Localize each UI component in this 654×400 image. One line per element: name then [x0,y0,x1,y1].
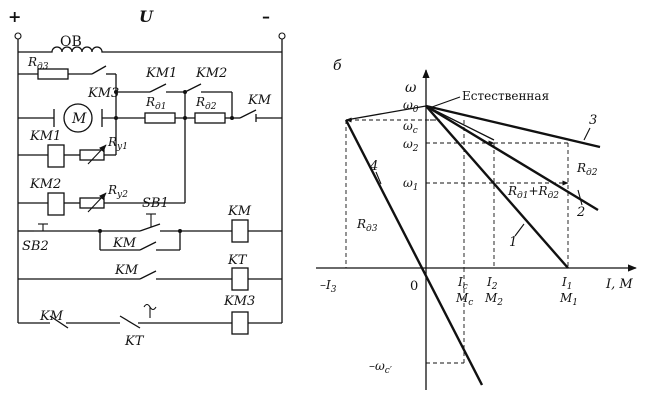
coil-kt-label: KT [227,253,248,268]
contact-kt [119,315,141,329]
x-axis-label: I, M [605,277,633,292]
resistor-rd1 [144,112,176,124]
coil-km2 [47,192,65,216]
characteristics: б ω I, M 0 ω0 ωc ω2 ω1 –ωc′ –I3 Ic Mc I2… [316,58,637,390]
motor [63,103,93,133]
button-sb1 [139,223,161,232]
coil-km3 [231,311,249,335]
schematic: + – U ОВ Rд3 KM3 M Rд1 Rд2 [8,7,286,349]
resistor-ry1-label: Rу1 [107,135,128,152]
contact-km1-label: KM1 [145,66,177,81]
line-1 [425,105,569,269]
tick-ic: Ic [457,275,468,292]
supply-voltage-label: U [139,7,154,26]
curve-3-label: 3 [589,113,597,128]
tick-omega2: ω2 [403,137,419,154]
panel-label: б [333,58,342,74]
resistor-ry2-label: Rу2 [107,183,128,200]
tick-m2: M2 [484,291,503,308]
button-sb2-label: SB2 [22,239,49,254]
contact-km2-bypass [184,83,202,93]
tick-i2: I2 [486,275,498,292]
curve-rd1-rd2-label: Rд1+Rд2 [507,184,559,201]
tick-omega1: ω1 [403,176,419,193]
line-3-natural [425,104,601,149]
motor-label: M [71,111,87,127]
tick-i1: I1 [561,275,572,292]
resistor-rd2 [194,112,226,124]
origin-label: 0 [410,279,418,294]
tick-minus-omega-c-prime: –ωc′ [369,359,392,376]
contact-km-hold-label: KM [112,236,137,251]
field-winding [18,46,282,53]
coil-kt [231,267,249,291]
coil-km-label: KM [227,204,252,219]
characteristic-lines [344,104,601,386]
line-omega2-segment [425,105,495,141]
tick-omega0: ω0 [403,98,419,115]
contact-km-main-label: KM [247,93,272,108]
contact-km-main [239,109,257,119]
y-axis-label: ω [405,80,417,96]
contact-km-kt-label: KM [114,263,139,278]
contact-km3 [91,65,107,75]
field-winding-label: ОВ [60,34,82,50]
coil-km [231,219,249,243]
contact-km2-label: KM2 [195,66,227,81]
resistor-rd3 [37,68,69,80]
minus-terminal [278,32,286,40]
resistor-rd1-label: Rд1 [145,95,166,112]
contact-kt-label: KT [124,334,145,349]
coil-km1 [47,144,65,168]
contact-km-nc [49,315,69,329]
resistor-rd3-label: Rд3 [27,55,49,72]
tick-mc: Mc [455,291,473,308]
contact-km3-label: KM3 [87,86,119,101]
terminal-minus-label: – [262,7,270,26]
curve-1-label: 1 [509,235,517,250]
guide-lines [345,117,569,364]
coil-km3-label: KM3 [223,294,255,309]
line-4-top [345,105,427,121]
tick-m1: M1 [559,291,578,308]
contact-km-hold [139,241,157,251]
tick-minus-i3: –I3 [320,278,337,295]
curve-4-label: 4 [369,159,378,174]
contact-km1-bypass [149,83,167,93]
button-sb1-label: SB1 [142,196,169,211]
curve-2-label: 2 [576,205,585,220]
curve-rd2-label: Rд2 [576,161,598,178]
plus-terminal [14,32,22,40]
line-4 [344,119,484,386]
natural-label: Естественная [462,89,549,103]
coil-km1-label: KM1 [29,129,61,144]
curve-rd3-label: Rд3 [356,217,378,234]
line-2 [425,104,599,212]
resistor-rd2-label: Rд2 [195,95,217,112]
contact-km-kt [139,270,157,280]
coil-km2-label: KM2 [29,177,61,192]
tick-omega-c: ωc [403,119,418,136]
terminal-plus-label: + [8,7,21,26]
